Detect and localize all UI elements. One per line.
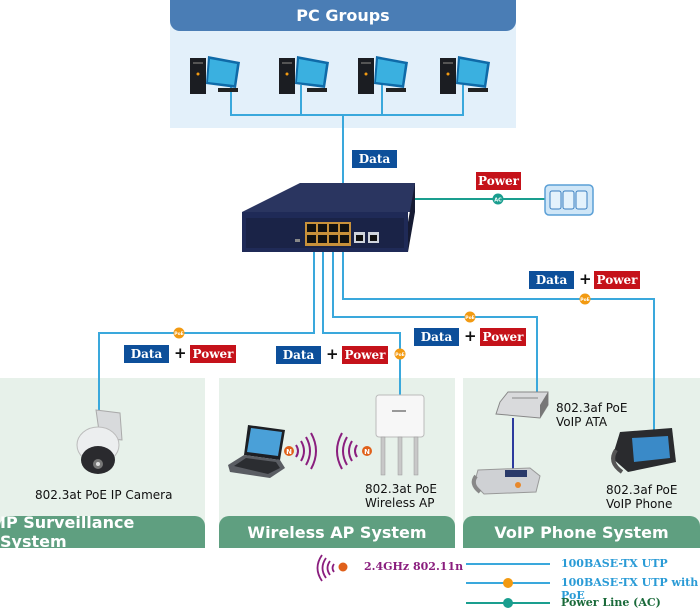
n-badge-icon: N N xyxy=(284,446,372,456)
data-tag: Data xyxy=(276,346,321,364)
legend-wireless-icon xyxy=(316,554,335,582)
data-tag: Data xyxy=(352,150,397,168)
plus-sign: + xyxy=(174,344,187,362)
svg-text:AC: AC xyxy=(494,198,502,204)
data-tag: Data xyxy=(529,271,574,289)
svg-text:N: N xyxy=(364,448,370,456)
power-tag: Power xyxy=(342,346,388,364)
legend-n-badge xyxy=(338,562,348,572)
pc-icons xyxy=(190,56,490,94)
voip-phone-label-line1: 802.3af PoE xyxy=(606,483,678,497)
power-tag: Power xyxy=(594,271,640,289)
wireless-ap-label-line2: Wireless AP xyxy=(365,496,435,510)
legend-utp: 100BASE-TX UTP xyxy=(561,557,668,570)
pc-links xyxy=(230,85,464,193)
plus-sign: + xyxy=(326,345,339,363)
voip-phone-title: VoIP Phone System xyxy=(463,516,700,548)
wireless-wave-icon xyxy=(295,432,358,470)
poe-links xyxy=(98,252,655,433)
power-outlet-icon xyxy=(544,184,594,216)
voip-phone-icon xyxy=(611,428,676,474)
poe-badges: PoE PoE PoE PoE xyxy=(173,293,591,360)
ip-camera-label: 802.3at PoE IP Camera xyxy=(35,488,173,502)
svg-text:PoE: PoE xyxy=(465,315,474,321)
voip-ata-label-line2: VoIP ATA xyxy=(556,415,608,429)
pc-groups-title: PC Groups xyxy=(170,0,516,31)
voip-phone-label-line2: VoIP Phone xyxy=(606,497,673,511)
plus-sign: + xyxy=(579,270,592,288)
wireless-ap-label-line1: 802.3at PoE xyxy=(365,482,437,496)
legend-lines xyxy=(466,563,550,608)
svg-text:PoE: PoE xyxy=(395,352,404,358)
plus-sign: + xyxy=(464,327,477,345)
wireless-ap-icon xyxy=(375,394,425,476)
pc-icon xyxy=(440,56,490,94)
svg-text:N: N xyxy=(286,448,292,456)
power-tag: Power xyxy=(190,345,236,363)
laptop-icon xyxy=(228,425,285,478)
pc-icon xyxy=(190,56,240,94)
svg-text:PoE: PoE xyxy=(580,297,589,303)
legend-utp-poe: 100BASE-TX UTP with PoE xyxy=(561,576,699,602)
power-tag: Power xyxy=(476,172,521,190)
power-tag: Power xyxy=(480,328,526,346)
svg-text:PoE: PoE xyxy=(174,331,183,337)
voip-ata-label-line1: 802.3af PoE xyxy=(556,401,628,415)
wireless-ap-title: Wireless AP System xyxy=(219,516,455,548)
data-tag: Data xyxy=(414,328,459,346)
poe-switch xyxy=(242,183,415,252)
desk-phone-icon xyxy=(471,467,541,495)
ip-surveillance-title: IP Surveillance System xyxy=(0,513,205,551)
voip-ata-icon xyxy=(495,391,549,419)
pc-icon xyxy=(279,56,329,94)
data-tag: Data xyxy=(124,345,169,363)
pc-icon xyxy=(358,56,408,94)
ac-badge: AC xyxy=(492,193,504,205)
ip-camera-icon xyxy=(76,409,123,474)
legend-wireless: 2.4GHz 802.11n xyxy=(364,560,464,573)
legend-power-line: Power Line (AC) xyxy=(561,596,661,609)
